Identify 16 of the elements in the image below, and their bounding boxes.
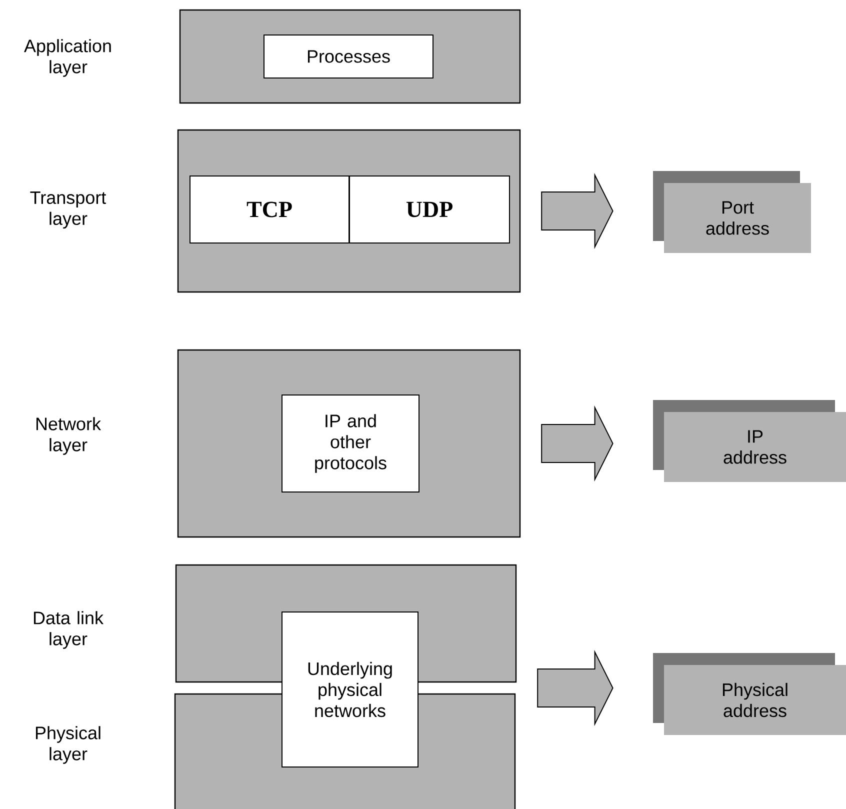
layer-label: Network layer <box>36 417 102 455</box>
protocol-box: Processes <box>264 34 434 78</box>
layer-label: Transport layer <box>30 191 106 229</box>
layer-label: Physical layer <box>36 726 100 764</box>
block-arrow <box>537 650 614 726</box>
protocol-box: UDP <box>349 176 510 244</box>
address-card: IP address <box>653 400 846 482</box>
block-arrow <box>541 405 614 482</box>
address-card: Port address <box>653 171 811 253</box>
protocol-box: Underlying physical networks <box>282 612 418 768</box>
protocol-box: TCP <box>190 176 350 244</box>
address-card: Physical address <box>653 653 846 735</box>
block-arrow <box>541 172 614 250</box>
layer-label: Application layer <box>24 39 111 77</box>
protocol-box: IP and other protocols <box>282 394 420 492</box>
layer-label: Data link layer <box>34 611 104 649</box>
